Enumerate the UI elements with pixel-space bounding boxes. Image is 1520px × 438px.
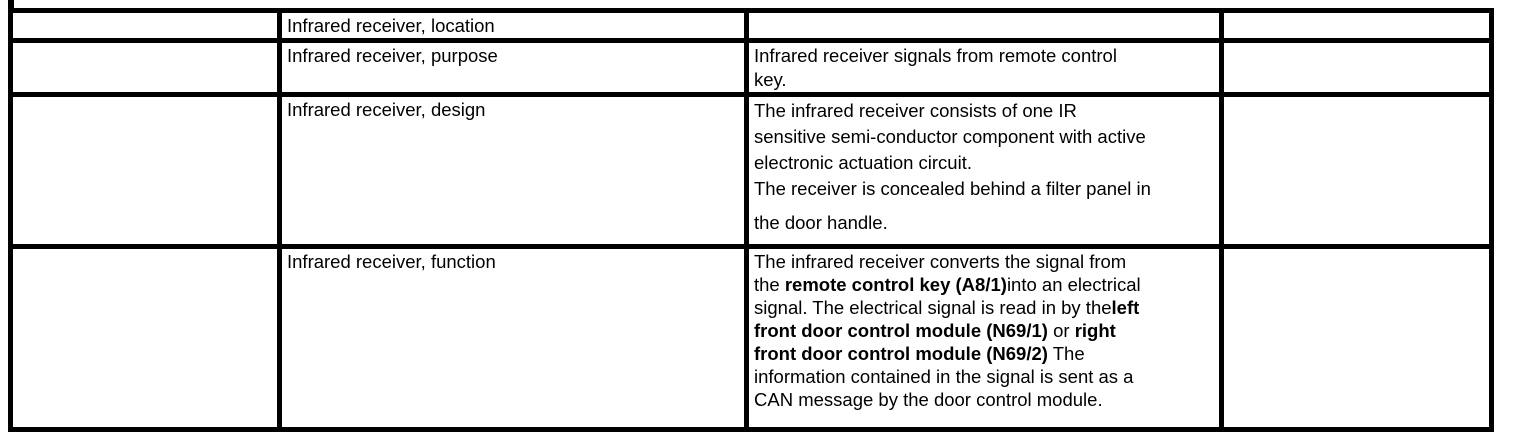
text-line: key.	[754, 68, 1217, 92]
text-run: sensitive semi-conductor component with …	[754, 126, 1146, 147]
text-line: Infrared receiver signals from remote co…	[754, 44, 1217, 68]
topic-cell-design: Infrared receiver, design	[277, 92, 749, 249]
text-line: front door control module (N69/2) The	[754, 342, 1217, 365]
text-line: information contained in the signal is s…	[754, 365, 1217, 388]
text-run: key.	[754, 69, 787, 90]
infrared-receiver-spec-table: Infrared receiver, location Infrared rec…	[8, 8, 1494, 432]
text-run: into an electrical	[1006, 274, 1141, 295]
text-run: signal. The electrical signal is read in…	[754, 297, 1112, 318]
text-line: signal. The electrical signal is read in…	[754, 296, 1217, 319]
right-empty-cell	[1219, 8, 1494, 43]
text-run: The infrared receiver consists of one IR	[754, 100, 1077, 121]
text-line: CAN message by the door control module.	[754, 388, 1217, 411]
bold-text-run: front door control module (N69/2)	[754, 343, 1048, 364]
right-empty-cell	[1219, 92, 1494, 249]
right-empty-cell	[1219, 38, 1494, 97]
text-line: the remote control key (A8/1)into an ele…	[754, 273, 1217, 296]
table-row-purpose: Infrared receiver, purpose Infrared rece…	[8, 38, 1494, 97]
topic-cell-function: Infrared receiver, function	[277, 244, 749, 432]
table-row-design: Infrared receiver, design The infrared r…	[8, 92, 1494, 249]
topic-cell-purpose: Infrared receiver, purpose	[277, 38, 749, 97]
bold-text-run: right	[1074, 320, 1116, 341]
text-line: the door handle.	[754, 210, 1217, 236]
left-empty-cell	[8, 38, 282, 97]
description-cell-function: The infrared receiver converts the signa…	[744, 244, 1224, 432]
text-line: The receiver is concealed behind a filte…	[754, 176, 1217, 202]
left-empty-cell	[8, 8, 282, 43]
text-run: The receiver is concealed behind a filte…	[754, 178, 1151, 199]
table-row-function: Infrared receiver, function The infrared…	[8, 244, 1494, 432]
text-run: the	[754, 274, 785, 295]
table-row-location: Infrared receiver, location	[8, 8, 1494, 43]
right-empty-cell	[1219, 244, 1494, 432]
text-line: The infrared receiver consists of one IR	[754, 98, 1217, 124]
text-run: information contained in the signal is s…	[754, 366, 1134, 387]
table-left-border-tick	[8, 0, 14, 12]
text-run: Infrared receiver signals from remote co…	[754, 45, 1117, 66]
description-cell-design: The infrared receiver consists of one IR…	[744, 92, 1224, 249]
text-line: front door control module (N69/1) or rig…	[754, 319, 1217, 342]
left-empty-cell	[8, 244, 282, 432]
text-run: or	[1047, 320, 1075, 341]
text-run: The	[1047, 343, 1085, 364]
text-line: sensitive semi-conductor component with …	[754, 124, 1217, 150]
text-run: CAN message by the door control module.	[754, 389, 1103, 410]
bold-text-run: remote control key (A8/1)	[784, 274, 1007, 295]
text-run: electronic actuation circuit.	[754, 152, 972, 173]
topic-cell-location: Infrared receiver, location	[277, 8, 749, 43]
text-run: the door handle.	[754, 212, 888, 233]
text-run: The infrared receiver converts the signa…	[754, 251, 1127, 272]
bold-text-run: left	[1111, 297, 1140, 318]
left-empty-cell	[8, 92, 282, 249]
description-cell-location	[744, 8, 1224, 43]
text-line: electronic actuation circuit.	[754, 150, 1217, 176]
bold-text-run: front door control module (N69/1)	[754, 320, 1048, 341]
description-cell-purpose: Infrared receiver signals from remote co…	[744, 38, 1224, 97]
text-line: The infrared receiver converts the signa…	[754, 250, 1217, 273]
